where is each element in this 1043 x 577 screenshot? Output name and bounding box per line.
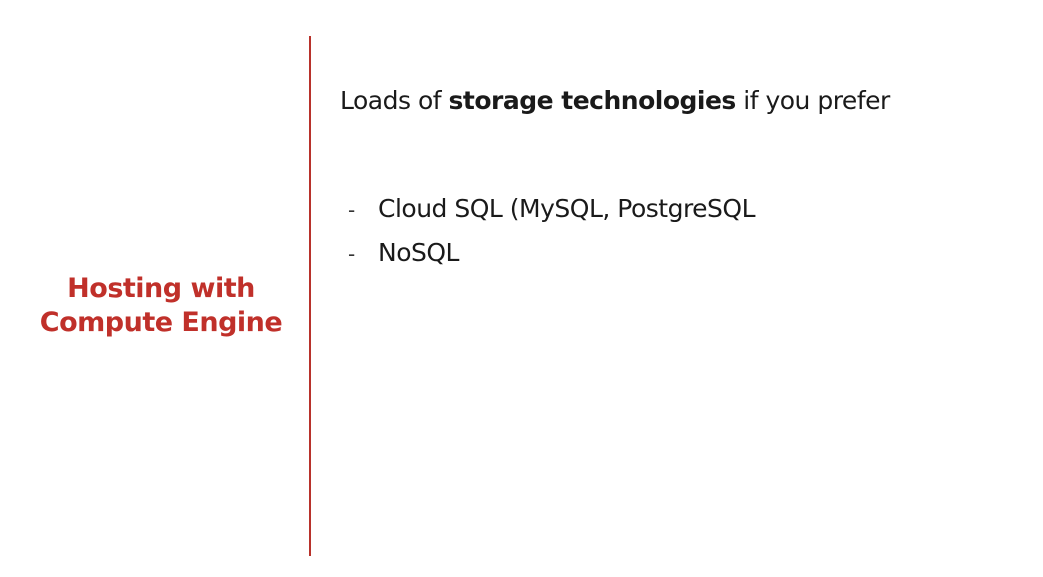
bullet-marker: - [348,198,355,222]
section-title-line-1: Hosting with [67,273,255,304]
bullet-item: - Cloud SQL (MySQL, PostgreSQL [348,194,756,238]
bullet-item: - NoSQL [348,238,755,282]
headline-emphasis: storage technologies [448,86,737,115]
bullet-list: - Cloud SQL (MySQL, PostgreSQL - NoSQL [348,194,756,282]
bullet-text: NoSQL [378,238,459,267]
headline-suffix: if you prefer [735,86,890,115]
headline-prefix: Loads of [340,86,449,115]
bullet-text: Cloud SQL (MySQL, PostgreSQL [378,194,756,223]
section-title-line-2: Compute Engine [39,307,283,338]
headline: Loads of storage technologies if you pre… [340,86,890,115]
section-title: Hosting with Compute Engine [30,272,292,340]
bullet-marker: - [348,242,355,266]
vertical-divider [309,36,311,556]
